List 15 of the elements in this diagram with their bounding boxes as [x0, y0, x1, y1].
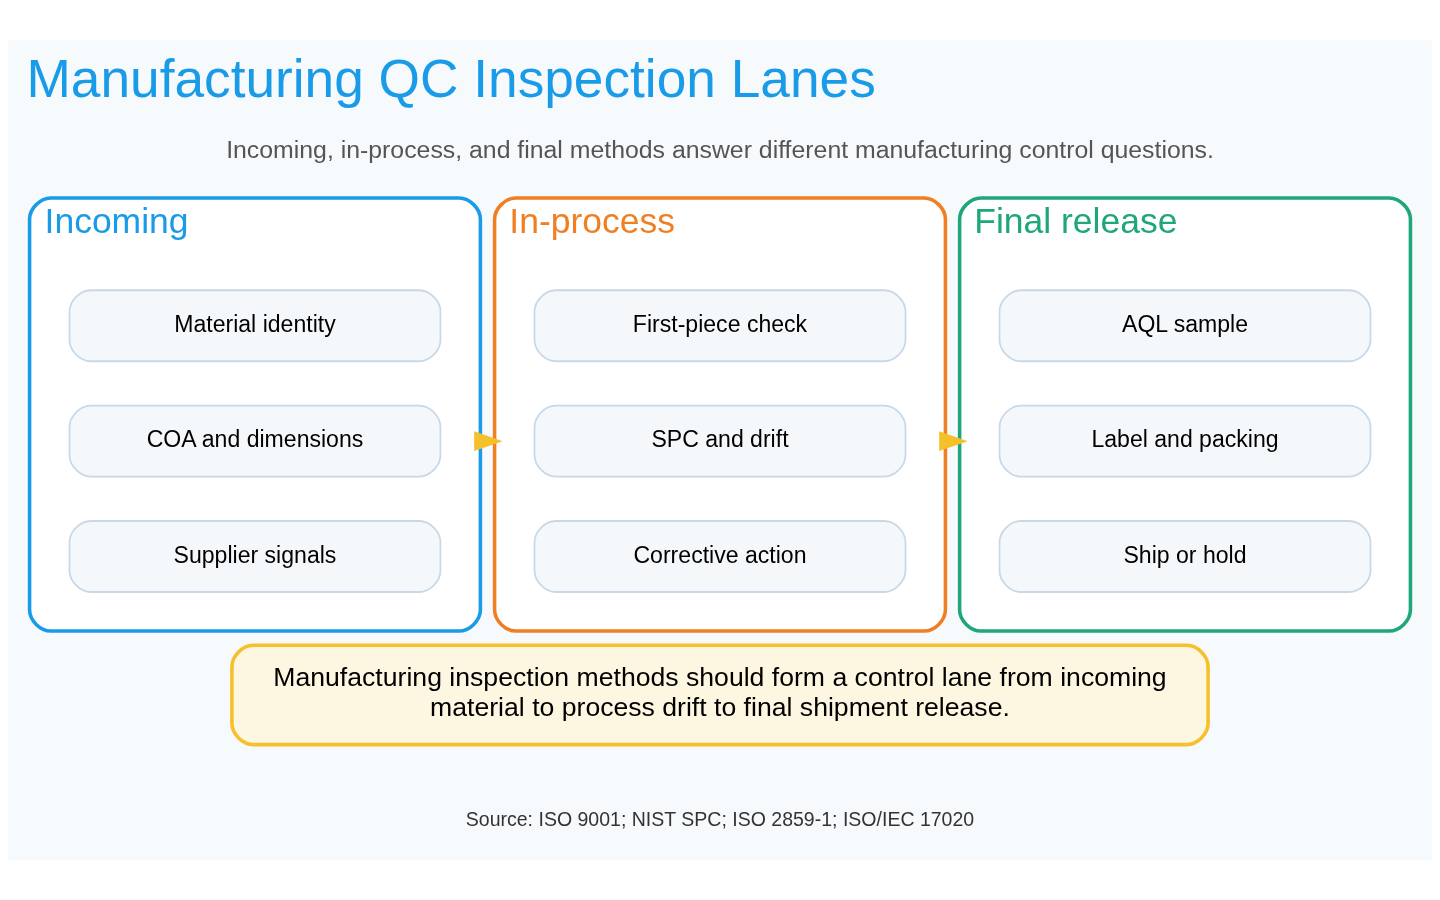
node-box: Ship or hold	[998, 520, 1372, 593]
node-box: Supplier signals	[68, 520, 442, 593]
node-box: AQL sample	[998, 289, 1372, 363]
node-box: Label and packing	[998, 404, 1372, 478]
label: Source: ISO 9001; NIST SPC; ISO 2859-1; ISO/IEC 17020	[465, 807, 975, 830]
node-box: SPC and drift	[533, 404, 907, 478]
arrow	[474, 431, 503, 452]
node-box: Material identity	[68, 289, 442, 363]
node-box: Manufacturing inspection methods should form a control lane from incoming material to process drift to final shipment release.	[230, 643, 1210, 747]
node-box: COA and dimensions	[68, 404, 442, 478]
node-box: First-piece check	[533, 289, 907, 363]
diagram-title: Manufacturing QC Inspection Lanes	[26, 48, 876, 108]
node-box: Corrective action	[533, 520, 907, 593]
arrow	[939, 431, 968, 452]
label: Incoming, in-process, and final methods answer different manufacturing control questions.	[226, 136, 1214, 164]
